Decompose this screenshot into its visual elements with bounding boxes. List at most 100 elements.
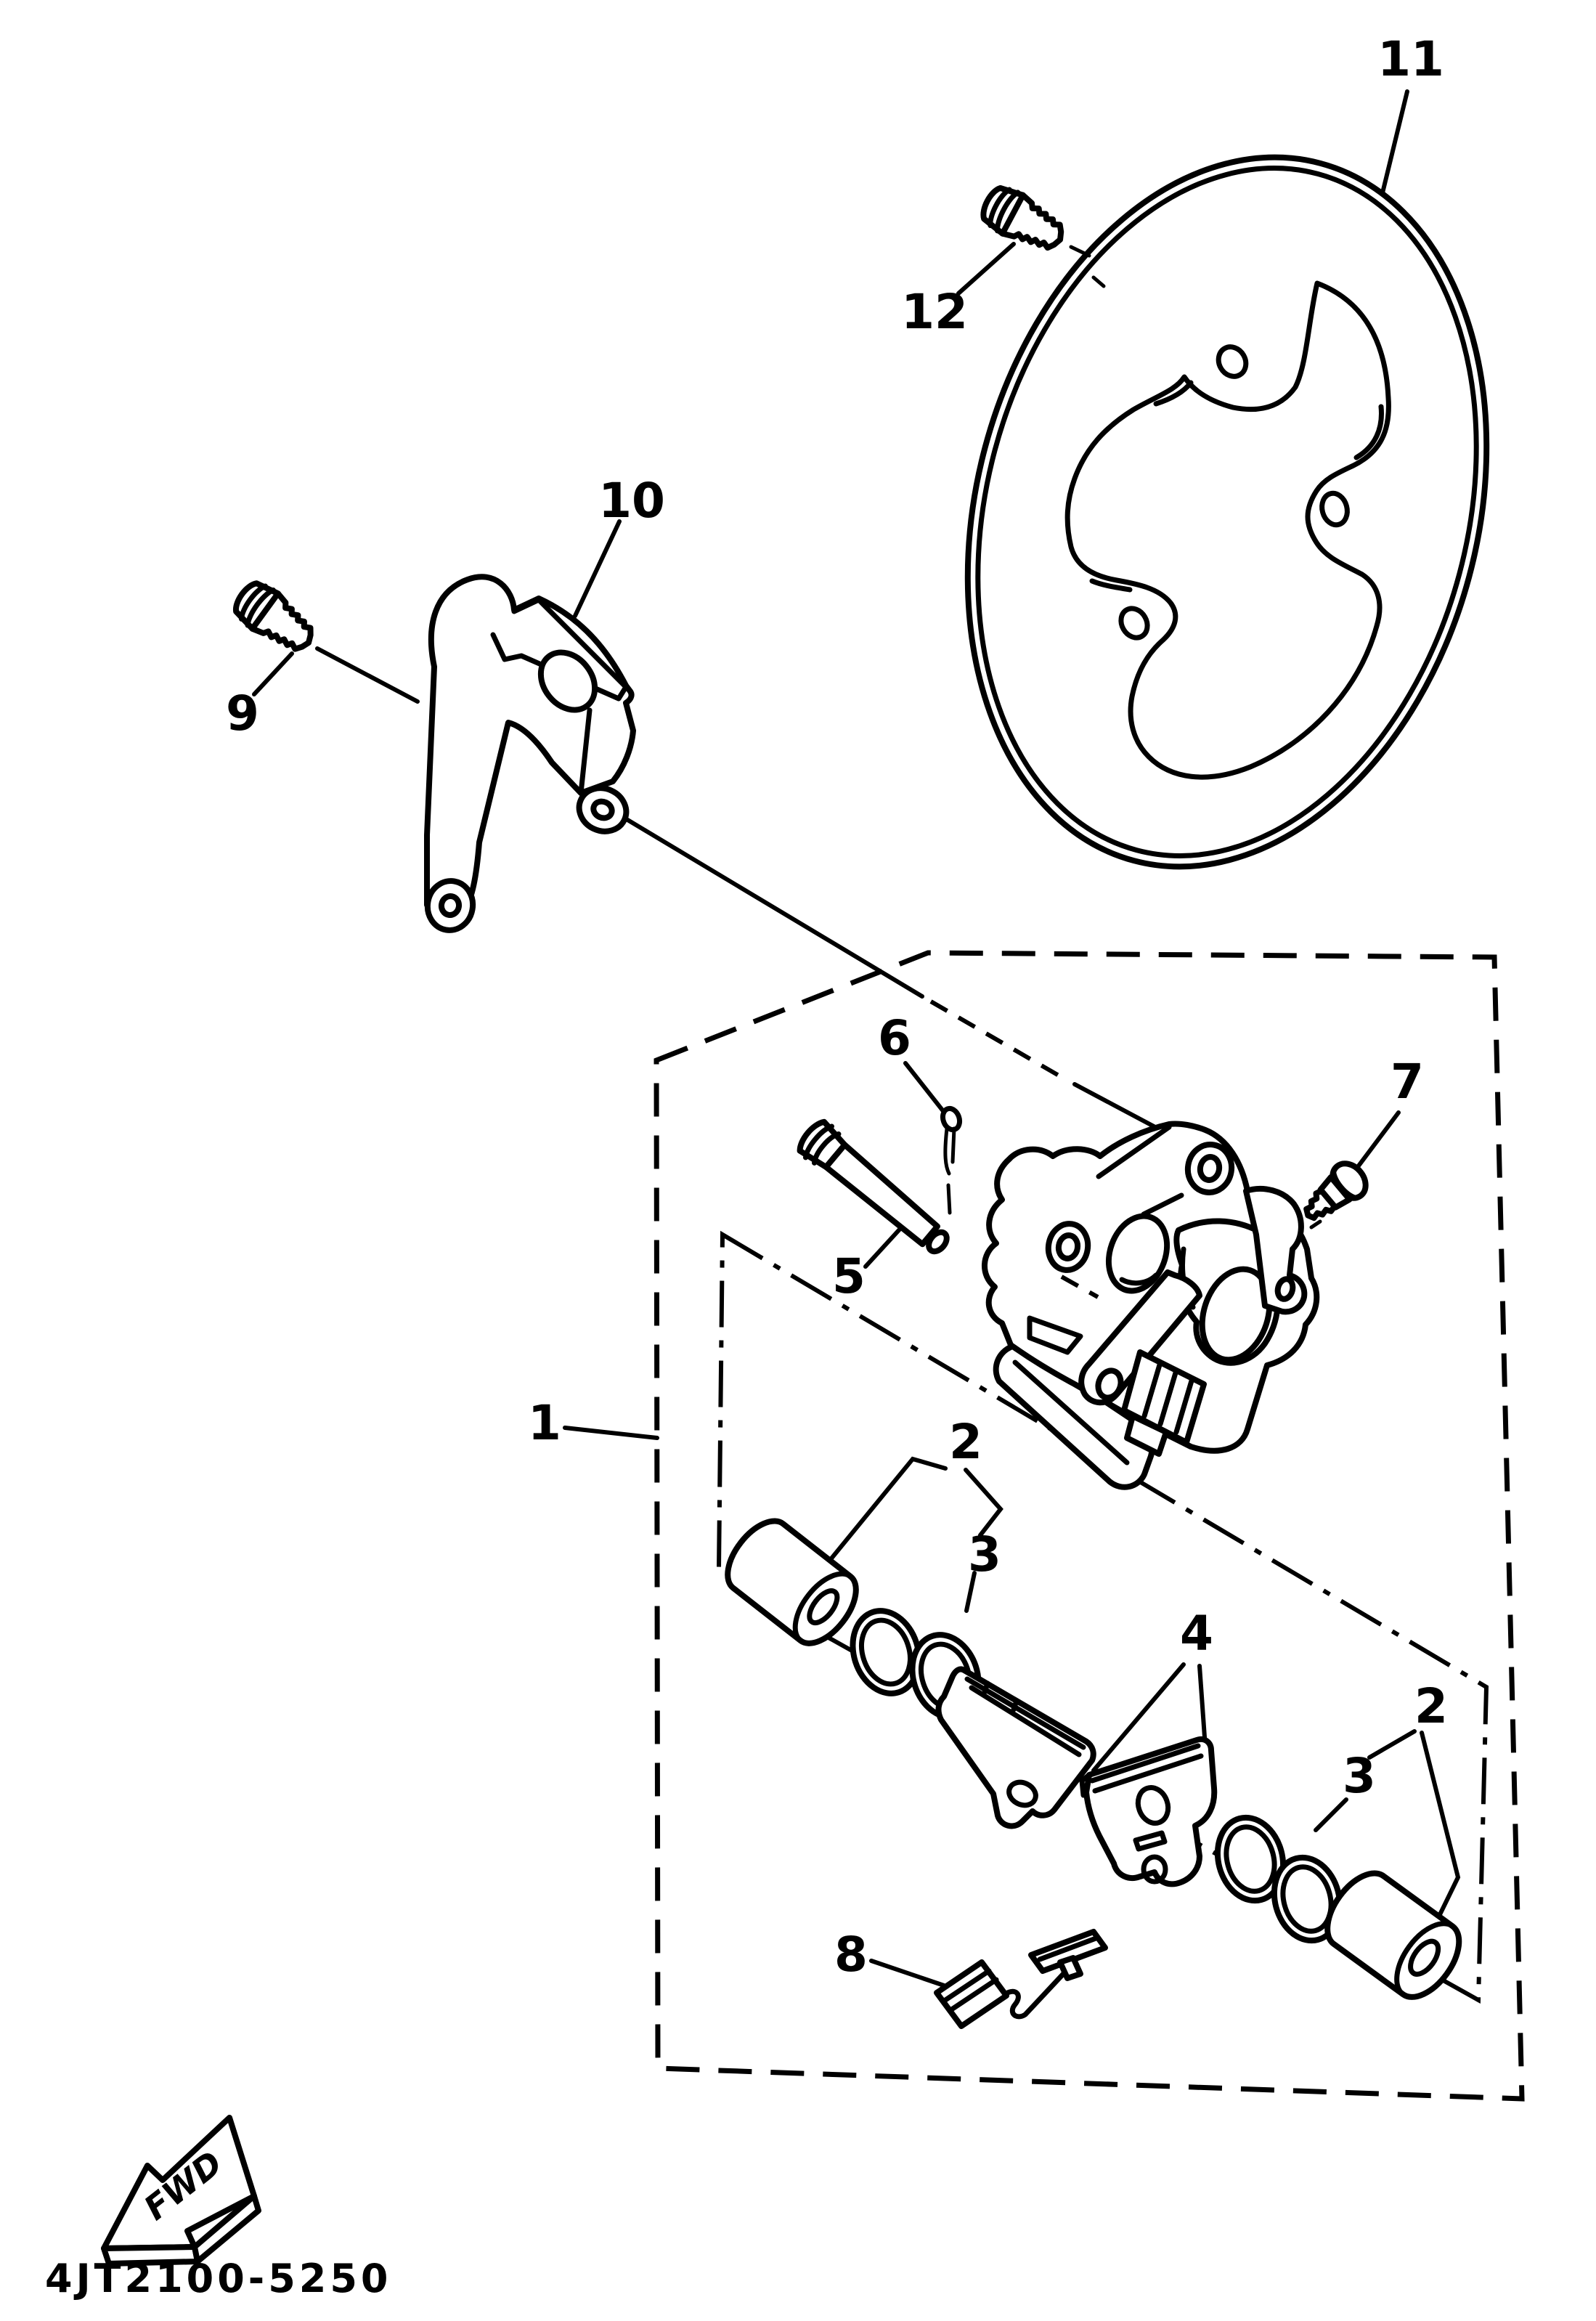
caliper-window-opening — [1105, 1213, 1170, 1294]
pin-5-neck — [919, 1224, 940, 1247]
caliper-boss-inner — [1055, 1232, 1081, 1261]
bracket-foot-bushing-inner — [438, 893, 463, 918]
brake-caliper — [982, 1121, 1320, 1490]
spring-plate-left-rib-1 — [942, 1968, 992, 2003]
fwd-arrow-side-2 — [192, 2193, 261, 2264]
bracket-plate-edges — [490, 597, 629, 702]
leader-line-2-right-b — [1367, 1729, 1417, 1760]
pad-right-hole-lower — [1141, 1854, 1168, 1885]
piston-right-bore — [1408, 1938, 1441, 1977]
piston-left-bore — [807, 1588, 840, 1626]
bracket-bolt — [233, 580, 314, 652]
piston-right — [1324, 1870, 1462, 2000]
outer-dashed-box — [654, 950, 1525, 2102]
bolt-9-threads — [249, 590, 314, 652]
leader-line-9 — [252, 651, 294, 696]
leader-line-11 — [1377, 89, 1409, 210]
leader-lines — [252, 89, 1461, 1988]
disc-bolt-hole-right — [1319, 490, 1350, 528]
piston-right-face — [1394, 1921, 1462, 2000]
pad-right-edge-thickness — [1079, 1772, 1092, 1798]
caliper-ear-bushing-inner — [1197, 1154, 1223, 1183]
fwd-arrow: FWD — [101, 2115, 261, 2267]
caliper-rib-slot-3 — [1173, 1375, 1195, 1435]
leader-line-1 — [563, 1426, 659, 1440]
leader-line-7 — [1353, 1110, 1401, 1173]
caliper-lower-window — [1027, 1315, 1083, 1355]
caliper-ear-neck-line-2 — [1141, 1192, 1184, 1217]
caliper-bottom-tab — [1124, 1413, 1169, 1457]
part-label-10: 10 — [598, 473, 665, 529]
caliper-piston-dome — [1199, 1266, 1273, 1363]
pin-5-tip — [926, 1229, 950, 1255]
bleed-screw — [1303, 1160, 1369, 1222]
part-label-9: 9 — [226, 686, 259, 741]
caliper-window-arc — [1119, 1272, 1159, 1286]
pad-left-backing-tick-1 — [982, 1680, 990, 1695]
pin-5-shaft — [823, 1142, 940, 1248]
figure-part-number: 4JT2100-5250 — [45, 2256, 392, 2301]
callout-labels: 1 2 2 3 3 4 5 6 7 8 9 10 11 12 — [226, 31, 1448, 1983]
bracket-body — [424, 574, 636, 919]
pad-right-hole-upper — [1135, 1785, 1171, 1826]
leader-line-8 — [869, 1959, 946, 1988]
disc-center-cutout — [1064, 280, 1391, 780]
disc-bolt-hole-top — [1216, 344, 1249, 379]
disc-cutout-thickness-line-1 — [1153, 380, 1194, 407]
part-label-2-right: 2 — [1414, 1678, 1448, 1734]
brake-disc — [964, 154, 1490, 870]
bleed-screw-threads — [1303, 1187, 1338, 1222]
pad-right-backing-edge-1 — [1089, 1743, 1201, 1784]
brake-pad-right — [1079, 1736, 1218, 1887]
seal-inner — [1280, 1864, 1334, 1934]
part-label-7: 7 — [1391, 1054, 1424, 1110]
spring-plate-left-rib-2 — [950, 1977, 999, 2012]
cotter-pin-ring — [940, 1105, 963, 1133]
leader-line-3-left — [964, 1571, 977, 1613]
part-label-6: 6 — [878, 1010, 911, 1066]
part-label-3-left: 3 — [968, 1527, 1001, 1582]
piston-left-body — [725, 1518, 859, 1646]
leader-line-2-left — [826, 1456, 948, 1565]
part-label-1: 1 — [528, 1395, 561, 1451]
pin-5-head-rib-1 — [802, 1123, 834, 1160]
cotter-pin — [940, 1105, 963, 1215]
leader-line-3-right — [1314, 1797, 1348, 1832]
leader-line-10 — [573, 519, 622, 618]
part-label-4: 4 — [1180, 1606, 1213, 1662]
caliper-rib-slot-2 — [1157, 1367, 1179, 1427]
part-label-3-right: 3 — [1343, 1748, 1376, 1804]
leader-line-5 — [863, 1221, 908, 1269]
disc-bolt-hole-lower-left — [1118, 606, 1150, 641]
leader-line-6 — [903, 1061, 945, 1113]
bolt-9-head-rib-1 — [239, 583, 268, 622]
piston-left-face — [792, 1571, 859, 1646]
bracket-mount-hole — [537, 649, 598, 713]
disc-cutout-thickness-line-3 — [1089, 578, 1133, 593]
part-label-8: 8 — [834, 1927, 868, 1983]
leader-line-12 — [956, 242, 1016, 296]
bolt-9-axis-line — [315, 646, 420, 704]
leader-line-2-left-b — [964, 1468, 1003, 1537]
bolt-12-axis-dash-1 — [1069, 245, 1091, 258]
bracket-caliper-line-c — [1072, 1082, 1168, 1135]
brake-pad-left — [935, 1666, 1096, 1829]
pad-right-backing-edge-2 — [1092, 1753, 1204, 1794]
disc-bolt — [980, 184, 1106, 288]
cotter-pin-tip — [946, 1183, 952, 1215]
caliper-ear-neck-line-1 — [1096, 1124, 1172, 1179]
pad-left-backing-edge-2 — [969, 1685, 1082, 1757]
part-label-12: 12 — [901, 284, 968, 340]
pad-left-body — [935, 1666, 1096, 1829]
pad-right-slot — [1133, 1830, 1168, 1852]
caliper-rib-slot-1 — [1141, 1359, 1163, 1419]
bracket-pivot-bushing-inner — [590, 798, 615, 821]
cotter-pin-leg-1 — [943, 1126, 951, 1176]
seal-inner — [859, 1617, 913, 1687]
disc-inner-rim — [975, 166, 1479, 858]
bolt-9-head-rib-2 — [245, 588, 276, 628]
part-label-11: 11 — [1377, 31, 1444, 87]
bolt-12-head-rib-2 — [995, 190, 1021, 234]
part-label-2-left: 2 — [949, 1414, 982, 1470]
